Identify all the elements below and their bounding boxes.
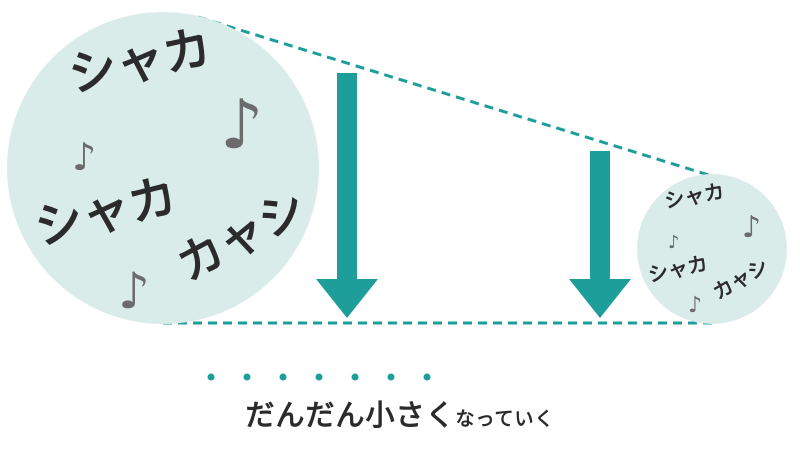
small-note-1-icon: ♪ (742, 210, 761, 245)
caption-tail: なっていく (455, 408, 555, 430)
large-note-1-icon: ♪ (220, 86, 263, 165)
small-down-arrow (569, 151, 631, 318)
large-sound-circle (7, 12, 319, 324)
small-note-2-icon: ♪ (668, 232, 680, 253)
small-sound-circle (637, 174, 787, 324)
small-note-3-icon: ♪ (688, 293, 702, 318)
emphasis-dots (207, 373, 431, 381)
large-note-2-icon: ♪ (72, 135, 96, 179)
large-note-3-icon: ♪ (118, 262, 150, 320)
caption-main: だんだん小さく (245, 398, 456, 432)
large-down-arrow (316, 73, 378, 318)
caption: だんだん小さくなっていく (0, 392, 800, 434)
